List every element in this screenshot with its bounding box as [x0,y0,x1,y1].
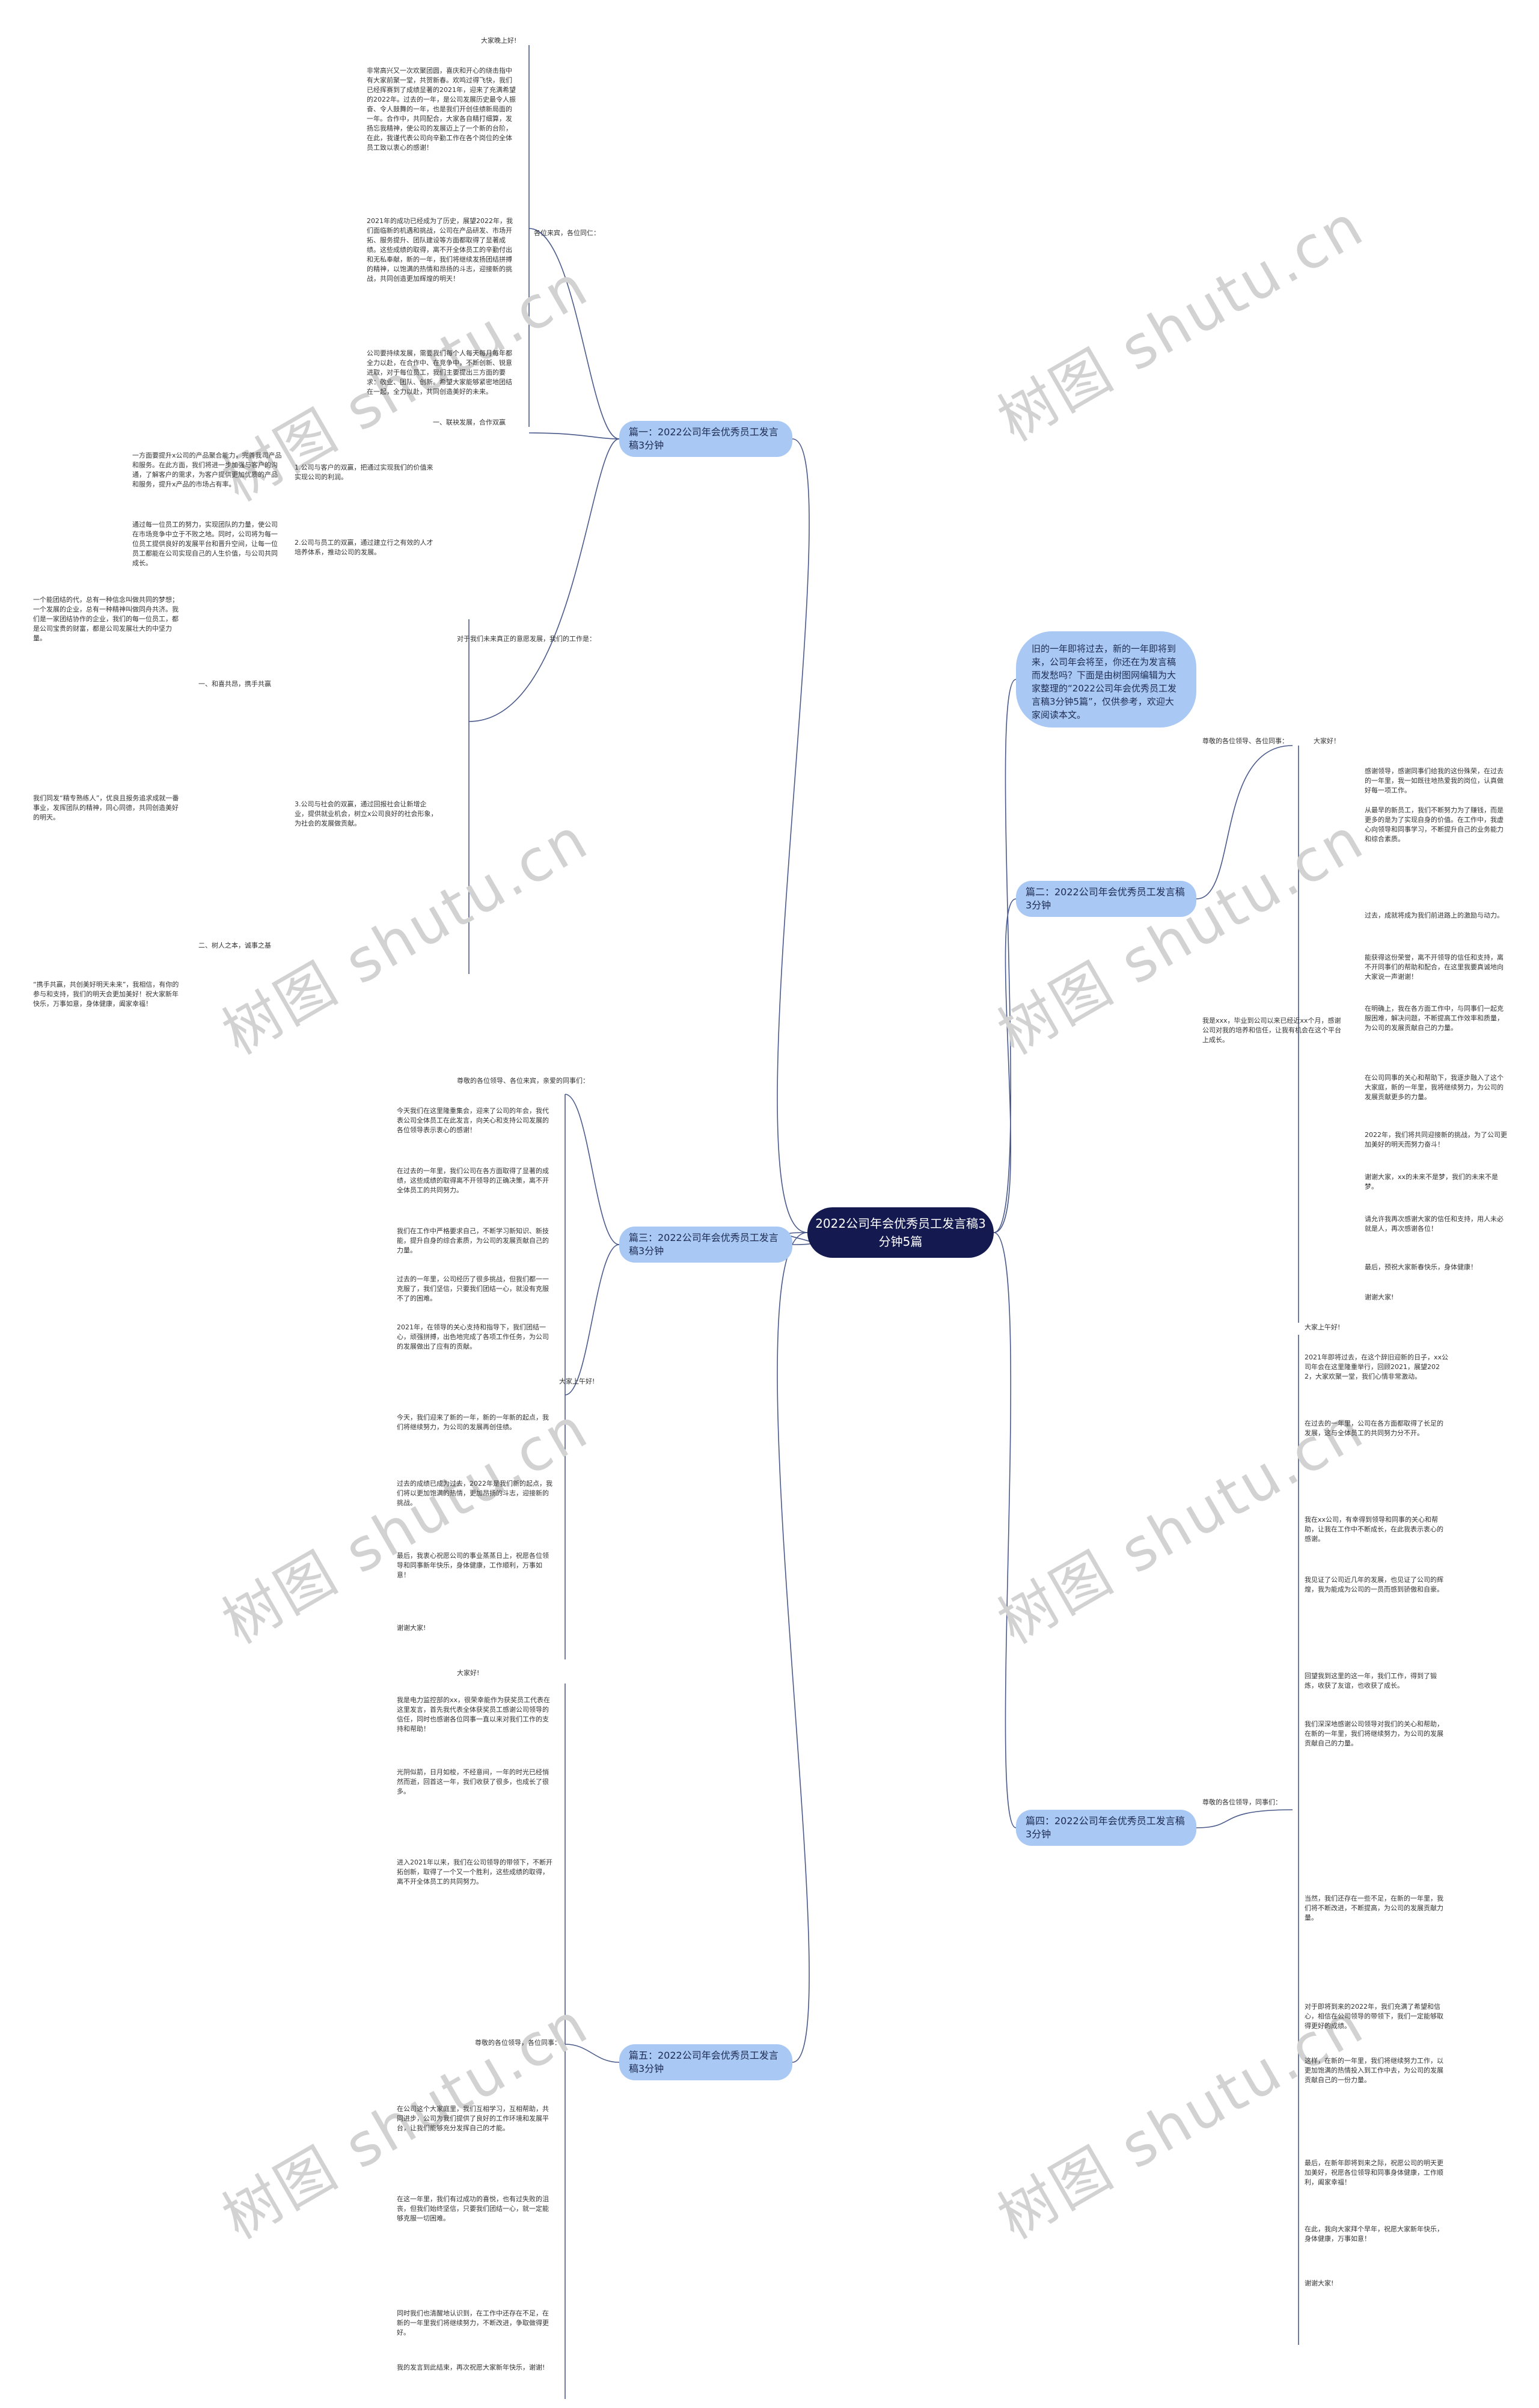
leaf-text: 尊敬的各位领导、各位同事： [1202,737,1288,745]
leaf-text: 对于即将到来的2022年，我们充满了希望和信心，相信在公司领导的带领下，我们一定… [1305,2003,1443,2030]
leaf-text: 大家晚上好! [481,37,517,44]
leaf-text: 1.公司与客户的双赢，把通过实现我们的价值来实现公司的利润。 [295,464,433,481]
leaf-text: 过去，成就将成为我们前进路上的激励与动力。 [1365,911,1504,919]
leaf-text: 在过去的一年里，我们公司在各方面取得了显著的成绩，这些成绩的取得离不开领导的正确… [397,1167,549,1194]
leaf-text: 在明确上，我在各方面工作中，与同事们一起克服困难，解决问题，不断提高工作效率和质… [1365,1005,1504,1032]
leaf-text: 我是xxx，毕业到公司以来已经近xx个月，感谢公司对我的培养和信任，让我有机会在… [1202,1017,1341,1044]
branch-2[interactable]: 篇二：2022公司年会优秀员工发言稿3分钟 [1016,881,1196,917]
leaf-text: 一个能团结的代，总有一种信念叫做共同的梦想；一个发展的企业，总有一种精神叫做同舟… [33,596,179,642]
leaf-text: 大家上午好! [1305,1323,1341,1331]
leaf-text: 当然，我们还存在一些不足，在新的一年里，我们将不断改进，不断提高，为公司的发展贡… [1305,1895,1443,1922]
leaf-text: 我们深深地感谢公司领导对我们的关心和帮助，在新的一年里，我们将继续努力，为公司的… [1305,1720,1443,1747]
leaf-text: 我们同发“精专熟练人”，优良且报务追求成就一番事业，发挥团队的精神，同心同德，共… [33,794,179,821]
leaf-text: 我见证了公司近几年的发展，也见证了公司的辉煌，我为能成为公司的一员而感到骄傲和自… [1305,1576,1443,1593]
leaf-text: 一、和喜共昂，携手共赢 [198,680,271,688]
leaf-text: 今天，我们迎来了新的一年，新的一年新的起点，我们将继续努力，为公司的发展再创佳绩… [397,1414,549,1431]
leaf-text: 3.公司与社会的双赢，通过回报社会让新增企业，提供就业机会，树立x公司良好的社会… [295,800,438,827]
leaf-text: 过去的一年里，公司经历了很多挑战，但我们都一一克服了，我们坚信，只要我们团结一心… [397,1275,549,1302]
leaf-text: 在公司同事的关心和帮助下，我逐步融入了这个大家庭，新的一年里，我将继续努力，为公… [1365,1074,1504,1101]
leaf-text: 请允许我再次感谢大家的信任和支持，用人未必就是人，再次感谢各位！ [1365,1215,1504,1233]
leaf-text: 各位来宾，各位同仁： [534,229,600,237]
leaf-text: 回望我到这里的这一年，我们工作，得到了锻炼，收获了友谊，也收获了成长。 [1305,1672,1437,1690]
leaf-text: 这样，在新的一年里，我们将继续努力工作，以更加饱满的热情投入到工作中去，为公司的… [1305,2057,1443,2084]
leaf-text: 从最早的新员工，我们不断努力为了赚钱，而是更多的是为了实现自身的价值。在工作中，… [1365,806,1504,843]
leaf-text: 过去的成绩已成为过去，2022年是我们新的起点，我们将以更加饱满的热情，更加昂扬… [397,1480,552,1507]
leaf-text: 大家好! [457,1669,480,1677]
leaf-text: 同时我们也清醒地认识到，在工作中还存在不足，在新的一年里我们将继续努力，不断改进… [397,2309,549,2336]
branch-3[interactable]: 篇三：2022公司年会优秀员工发言稿3分钟 [619,1227,792,1263]
leaf-text: 2021年即将过去，在这个辞旧迎新的日子，xx公司年会在这里隆重举行，回顾202… [1305,1353,1449,1380]
leaf-text: 尊敬的各位领导、各位来宾，亲爱的同事们： [457,1077,589,1085]
root-node[interactable]: 2022公司年会优秀员工发言稿3分钟5篇 [807,1207,994,1258]
leaf-text: 尊敬的各位领导，同事们： [1202,1798,1282,1806]
branch-4[interactable]: 篇四：2022公司年会优秀员工发言稿3分钟 [1016,1810,1196,1846]
leaf-text: 2.公司与员工的双赢，通过建立行之有效的人才培养体系，推动公司的发展。 [295,539,433,556]
leaf-text: 最后，我衷心祝愿公司的事业蒸蒸日上，祝愿各位领导和同事新年快乐，身体健康，工作顺… [397,1552,549,1579]
leaf-text: 在公司这个大家庭里，我们互相学习，互相帮助，共同进步，公司为我们提供了良好的工作… [397,2105,549,2132]
intro-node[interactable]: 旧的一年即将过去，新的一年即将到来，公司年会将至，你还在为发言稿而发愁吗？下面是… [1016,631,1196,728]
leaf-text: 感谢领导，感谢同事们给我的这份殊荣，在过去的一年里，我一如既往地热爱我的岗位，认… [1365,767,1504,794]
leaf-text: 非常高兴又一次欢聚团圆，喜庆和开心的绕击指中有大家前聚一堂，共贺新春。欢鸣过得飞… [367,67,516,152]
leaf-text: 2021年的成功已经成为了历史，展望2022年，我们面临新的机遇和挑战，公司在产… [367,217,513,283]
leaf-text: 在过去的一年里，公司在各方面都取得了长足的发展，这与全体员工的共同努力分不开。 [1305,1420,1443,1437]
branch-1[interactable]: 篇一：2022公司年会优秀员工发言稿3分钟 [619,421,792,457]
leaf-text: 尊敬的各位领导，各位同事： [475,2039,561,2047]
leaf-text: 我在xx公司，有幸得到领导和同事的关心和帮助，让我在工作中不断成长，在此我表示衷… [1305,1516,1443,1543]
leaf-text: 在此，我向大家拜个早年，祝愿大家新年快乐，身体健康，万事如意！ [1305,2225,1443,2243]
leaf-text: 今天我们在这里隆重集会，迎来了公司的年会，我代表公司全体员工在此发言，向关心和支… [397,1107,549,1134]
leaf-text: 我的发言到此结束，再次祝愿大家新年快乐，谢谢! [397,2364,545,2371]
leaf-text: 在这一年里，我们有过成功的喜悦，也有过失败的沮丧，但我们始终坚信，只要我们团结一… [397,2195,549,2222]
leaf-text: 进入2021年以来，我们在公司领导的带领下，不断开拓创新，取得了一个又一个胜利，… [397,1858,552,1886]
leaf-text: 大家好！ [1314,737,1340,745]
leaf-text: 大家上午好! [559,1377,595,1385]
leaf-text: 最后，预祝大家新春快乐，身体健康！ [1365,1263,1477,1271]
leaf-text: 光阴似箭，日月如梭，不经意间，一年的时光已经悄然而逝，回首这一年，我们收获了很多… [397,1768,549,1795]
leaf-text: 公司要持续发展，需要我们每个人每天每月每年都全力以赴，在合作中、在竞争中，不断创… [367,349,512,396]
leaf-text: 我是电力监控部的xx，很荣幸能作为获奖员工代表在这里发言，首先我代表全体获奖员工… [397,1696,551,1733]
leaf-text: 通过每一位员工的努力，实现团队的力量，使公司在市场竞争中立于不败之地。同时，公司… [132,521,278,567]
leaf-text: 谢谢大家，xx的未来不是梦，我们的未来不是梦。 [1365,1173,1499,1190]
branch-5[interactable]: 篇五：2022公司年会优秀员工发言稿3分钟 [619,2044,792,2080]
leaf-text: 2022年，我们将共同迎接新的挑战，为了公司更加美好的明天而努力奋斗！ [1365,1131,1507,1148]
leaf-text: 谢谢大家! [397,1624,426,1632]
leaf-text: 谢谢大家! [1305,2279,1334,2287]
leaf-text: 能获得这份荣誉，离不开领导的信任和支持，离不开同事们的帮助和配合，在这里我要真诚… [1365,954,1504,981]
leaf-text: 我们在工作中严格要求自己，不断学习新知识、新技能，提升自身的综合素质，为公司的发… [397,1227,549,1254]
leaf-text: “携手共赢，共创美好明天未来”，我相信，有你的参与和支持，我们的明天会更加美好！… [33,981,179,1008]
leaf-text: 一方面要提升x公司的产品聚合能力，完善我司产品和服务。在此方面，我们将进一步加强… [132,452,282,488]
leaf-text: 对于我们未来真正的意愿发展，我们的工作是： [457,635,596,643]
leaf-text: 最后，在新年即将到来之际，祝愿公司的明天更加美好，祝愿各位领导和同事身体健康，工… [1305,2159,1443,2186]
leaf-text: 谢谢大家! [1365,1293,1394,1301]
leaf-text: 2021年，在领导的关心支持和指导下，我们团结一心，顽强拼搏，出色地完成了各项工… [397,1323,549,1350]
leaf-text: 一、联袂发展，合作双赢 [433,418,506,426]
leaf-text: 二、树人之本，诚事之基 [198,942,271,949]
